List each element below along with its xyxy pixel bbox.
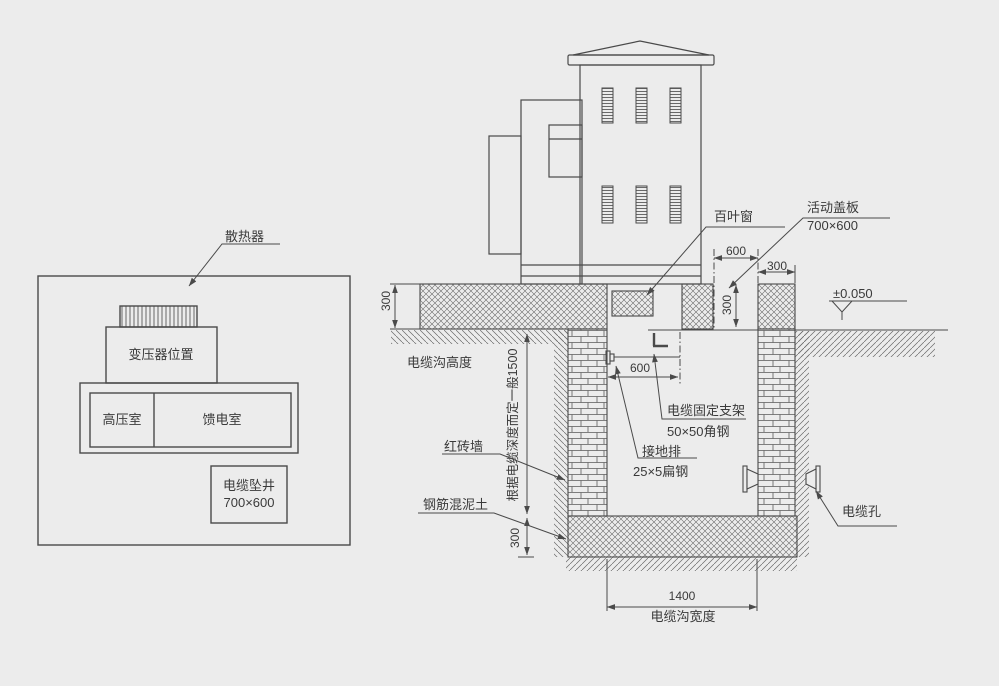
ground-bar-label: 接地排 (642, 444, 682, 459)
cable-hole-right (805, 465, 821, 493)
level-triangle-icon (831, 300, 853, 313)
label-leaders (418, 217, 897, 540)
dimensions (390, 249, 796, 611)
louver-block (611, 290, 654, 317)
bracket-label: 电缆固定支架 (667, 403, 746, 418)
switchgear-outer-box (79, 382, 299, 454)
dim-text-width-1400: 1400 (668, 589, 696, 603)
depth-note-label: 根据电缆深度而定一般1500 (505, 348, 520, 502)
bracket-leader (652, 353, 746, 420)
louver-label: 百叶窗 (714, 209, 754, 224)
angle-steel-bracket (652, 333, 668, 348)
tower-body (579, 64, 702, 285)
plan-outer-wall (37, 275, 351, 546)
soil-band-right-wall (795, 331, 809, 557)
dim-text-right-300: 300 (766, 259, 788, 273)
extension-dashdot-lines (679, 249, 759, 386)
slab-left (419, 283, 608, 330)
slab-and-ground (390, 283, 948, 571)
hv-room-label: 高压室 (102, 412, 142, 427)
cable-shaft-label: 电缆坠井 (222, 478, 276, 493)
roof-triangle (572, 40, 710, 56)
cover-leader (728, 217, 890, 289)
building (488, 40, 715, 285)
roof-eave-band (567, 54, 715, 66)
brick-wall-right (757, 328, 796, 517)
cable-hole-left (742, 465, 759, 493)
brick-wall-left (567, 328, 608, 517)
ground-bar-plate (609, 353, 615, 362)
slab-right (757, 283, 796, 330)
side-box-large (520, 99, 583, 285)
brick-wall-label: 红砖墙 (444, 439, 484, 454)
brick-wall-leader (442, 453, 566, 481)
trench-height-label: 电缆沟高度 (407, 355, 473, 370)
louver-vents (601, 87, 682, 224)
ground-bar-leader (615, 365, 697, 459)
switchgear-inner-box (89, 392, 292, 448)
dim-text-opening-300: 300 (720, 294, 734, 316)
side-box-inner (548, 124, 583, 178)
dim-text-cover-600: 600 (725, 244, 747, 258)
cover-label: 活动盖板 (807, 200, 860, 215)
concrete-label: 钢筋混泥土 (423, 497, 489, 512)
cover-size-label: 700×600 (807, 218, 858, 233)
plinth-lines (521, 264, 701, 277)
soil-hatch-right (798, 331, 935, 357)
dim-text-bracket-600: 600 (629, 361, 651, 375)
soil-hatch-under-slab (391, 330, 568, 344)
cable-shaft-size: 700×600 (223, 495, 275, 510)
cable-hole-leader (815, 490, 897, 527)
soil-band-left-wall (554, 330, 568, 557)
radiator-shape (119, 305, 198, 328)
bracket-spec-label: 50×50角钢 (667, 424, 730, 439)
ground-bar-spec-label: 25×5扁钢 (633, 464, 689, 479)
slab-middle (681, 283, 714, 330)
side-box-small (488, 135, 522, 255)
transformer-label: 变压器位置 (128, 347, 194, 362)
cable-hole-label: 电缆孔 (842, 504, 882, 519)
soil-hatch-under-floor (566, 557, 797, 571)
level-mark-symbol (829, 300, 907, 320)
concrete-floor (567, 515, 798, 558)
feeder-room-label: 馈电室 (202, 412, 242, 427)
fittings (605, 333, 821, 493)
cable-shaft-box (210, 465, 288, 524)
louver-leader (646, 226, 785, 296)
extension-lines (390, 265, 796, 611)
concrete-leader (418, 512, 567, 540)
level-mark-label: ±0.050 (833, 286, 873, 301)
trench-width-label: 电缆沟宽度 (650, 609, 716, 624)
dim-text-slab-300: 300 (379, 290, 393, 312)
plan-view (37, 243, 351, 546)
radiator-leader (188, 243, 280, 287)
radiator-label: 散热器 (225, 229, 265, 244)
cable-trench (567, 328, 798, 558)
dim-text-floor-300: 300 (508, 527, 522, 549)
